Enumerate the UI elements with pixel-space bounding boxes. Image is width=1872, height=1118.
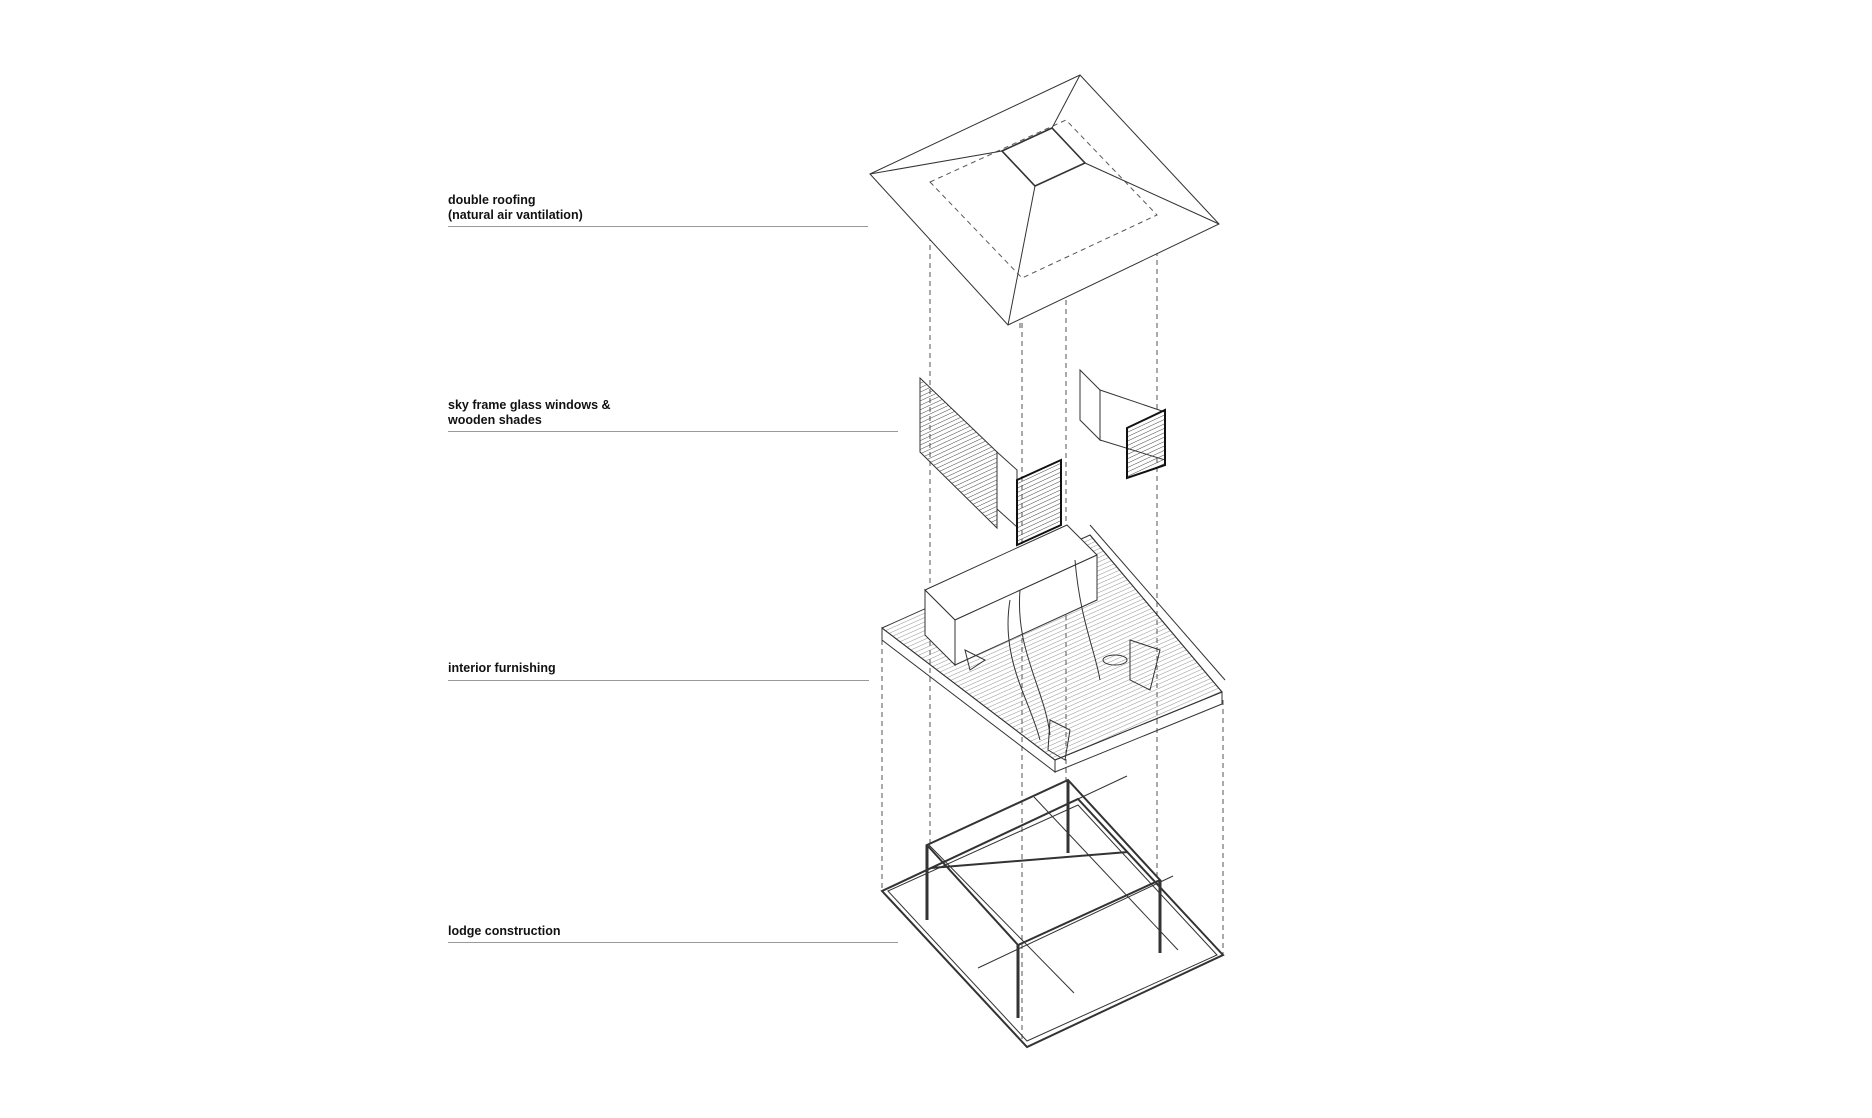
leader-line: [448, 942, 898, 943]
label-windows-shades: sky frame glass windows & wooden shades: [448, 398, 611, 428]
leader-line: [448, 680, 869, 681]
roof: [869, 74, 1220, 326]
label-line: wooden shades: [448, 413, 542, 427]
leader-line: [448, 226, 868, 227]
lodge-structure-frame: [880, 775, 1225, 1049]
leader-line: [448, 431, 898, 432]
label-line: double roofing: [448, 193, 536, 207]
label-double-roofing: double roofing (natural air vantilation): [448, 193, 583, 223]
interior-deck: [881, 524, 1226, 774]
label-line: (natural air vantilation): [448, 208, 583, 222]
label-lodge-construction: lodge construction: [448, 924, 561, 939]
windows-and-shades: [919, 368, 1166, 547]
label-interior-furnishing: interior furnishing: [448, 661, 556, 676]
label-line: lodge construction: [448, 924, 561, 938]
label-line: interior furnishing: [448, 661, 556, 675]
label-line: sky frame glass windows &: [448, 398, 611, 412]
